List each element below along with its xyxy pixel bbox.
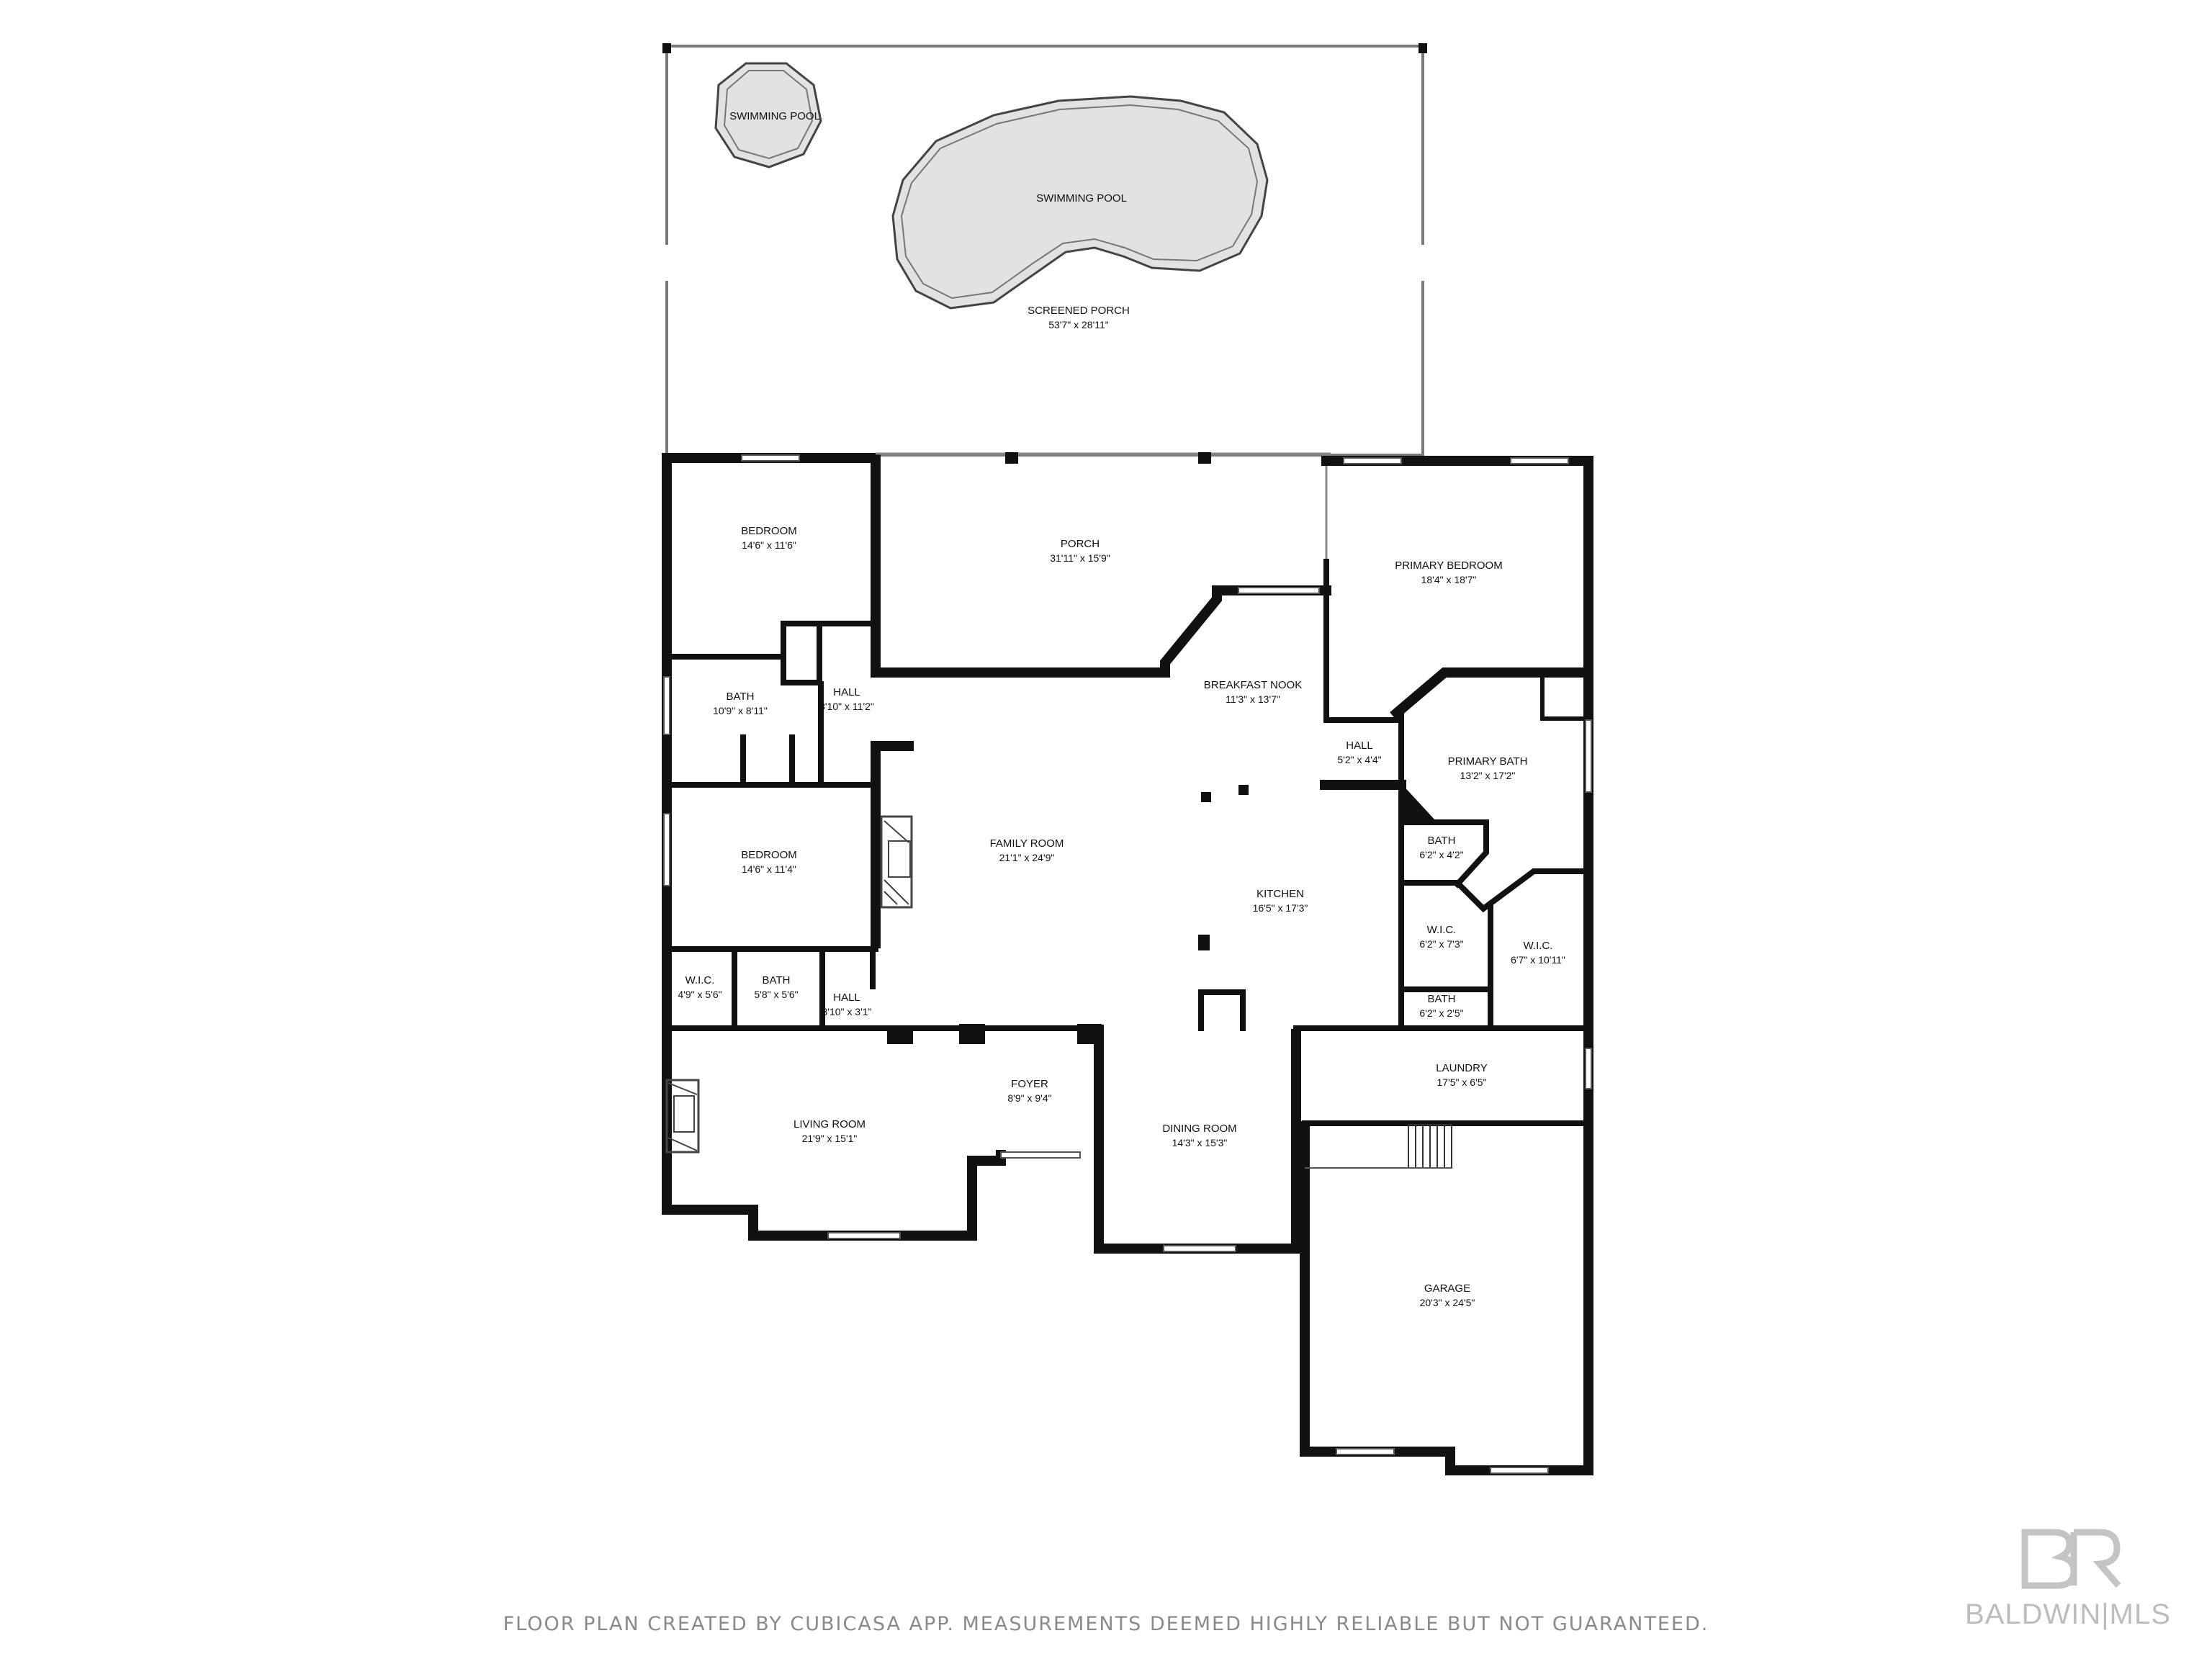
interior-walls — [664, 559, 1593, 1129]
dim-bedroom-2: 14'6" x 11'4" — [742, 863, 796, 875]
columns — [887, 452, 1249, 1044]
room-labels: SWIMMING POOL SWIMMING POOL SCREENED POR… — [678, 110, 1565, 1308]
dim-laundry: 17'5" x 6'5" — [1437, 1076, 1487, 1088]
dim-breakfast-nook: 11'3" x 13'7" — [1226, 693, 1280, 705]
dim-living-room: 21'9" x 15'1" — [802, 1133, 858, 1144]
dim-bath-1: 10'9" x 8'11" — [713, 705, 768, 716]
label-primary-bedroom: PRIMARY BEDROOM — [1395, 559, 1502, 572]
label-family-room: FAMILY ROOM — [990, 837, 1064, 850]
label-primary-bath: PRIMARY BATH — [1448, 755, 1528, 768]
label-bath-1: BATH — [727, 691, 755, 703]
label-bath-2: BATH — [1428, 835, 1456, 847]
label-bath-4: BATH — [1428, 993, 1456, 1005]
dim-hall-1: 3'10" x 11'2" — [819, 701, 874, 712]
label-bedroom-1: BEDROOM — [741, 525, 797, 537]
label-wic-1: W.I.C. — [1427, 924, 1457, 936]
windows — [663, 454, 1592, 1474]
dim-bedroom-1: 14'6" x 11'6" — [742, 539, 796, 551]
label-hall-1: HALL — [833, 686, 860, 698]
dim-wic-3: 4'9" x 5'6" — [678, 989, 721, 1000]
swimming-pool-large — [891, 95, 1269, 310]
label-wic-2: W.I.C. — [1524, 940, 1553, 952]
label-swimming-pool-small: SWIMMING POOL — [729, 110, 820, 122]
dim-hall-3: 3'10" x 3'1" — [822, 1006, 872, 1017]
footer-disclaimer: FLOOR PLAN CREATED BY CUBICASA APP. MEAS… — [503, 1613, 1709, 1635]
dim-bath-3: 5'8" x 5'6" — [754, 989, 798, 1000]
label-kitchen: KITCHEN — [1256, 888, 1304, 900]
dim-foyer: 8'9" x 9'4" — [1007, 1092, 1051, 1104]
label-dining-room: DINING ROOM — [1162, 1123, 1236, 1135]
fireplace-family-room — [880, 815, 913, 909]
dim-wic-1: 6'2" x 7'3" — [1419, 938, 1463, 950]
label-hall-3: HALL — [833, 992, 860, 1004]
label-swimming-pool-large: SWIMMING POOL — [1036, 192, 1127, 204]
dim-primary-bedroom: 18'4" x 18'7" — [1421, 574, 1477, 585]
label-living-room: LIVING ROOM — [793, 1118, 866, 1130]
label-screened-porch: SCREENED PORCH — [1028, 305, 1130, 317]
dim-bath-4: 6'2" x 2'5" — [1419, 1007, 1463, 1019]
label-bath-3: BATH — [763, 974, 791, 986]
br-logo-mark — [2021, 1529, 2121, 1589]
label-wic-3: W.I.C. — [685, 974, 715, 986]
exterior-walls — [662, 452, 1593, 1475]
dim-screened-porch: 53'7" x 28'11" — [1048, 319, 1109, 331]
label-bedroom-2: BEDROOM — [741, 849, 797, 861]
dim-kitchen: 16'5" x 17'3" — [1253, 902, 1308, 914]
screened-porch-enclosure — [662, 43, 1427, 457]
label-laundry: LAUNDRY — [1436, 1062, 1487, 1074]
label-hall-2: HALL — [1346, 739, 1373, 752]
dim-family-room: 21'1" x 24'9" — [999, 852, 1055, 863]
label-porch: PORCH — [1061, 538, 1100, 550]
garage-stairs — [1305, 1124, 1452, 1169]
dim-wic-2: 6'7" x 10'11" — [1511, 954, 1565, 966]
label-breakfast-nook: BREAKFAST NOOK — [1204, 679, 1302, 691]
dim-garage: 20'3" x 24'5" — [1420, 1297, 1475, 1308]
baldwin-mls-text: BALDWIN|MLS — [1965, 1599, 2171, 1630]
label-garage: GARAGE — [1424, 1282, 1470, 1295]
dim-dining-room: 14'3" x 15'3" — [1172, 1137, 1228, 1148]
baldwin-mls-logo: BALDWIN|MLS — [1953, 1527, 2183, 1642]
fireplace-living-room — [665, 1079, 700, 1154]
dim-bath-2: 6'2" x 4'2" — [1419, 849, 1463, 860]
swimming-pool-small — [714, 62, 822, 168]
dim-hall-2: 5'2" x 4'4" — [1337, 754, 1381, 765]
dim-primary-bath: 13'2" x 17'2" — [1460, 770, 1516, 781]
label-foyer: FOYER — [1011, 1078, 1048, 1090]
dim-porch: 31'11" x 15'9" — [1050, 552, 1110, 564]
